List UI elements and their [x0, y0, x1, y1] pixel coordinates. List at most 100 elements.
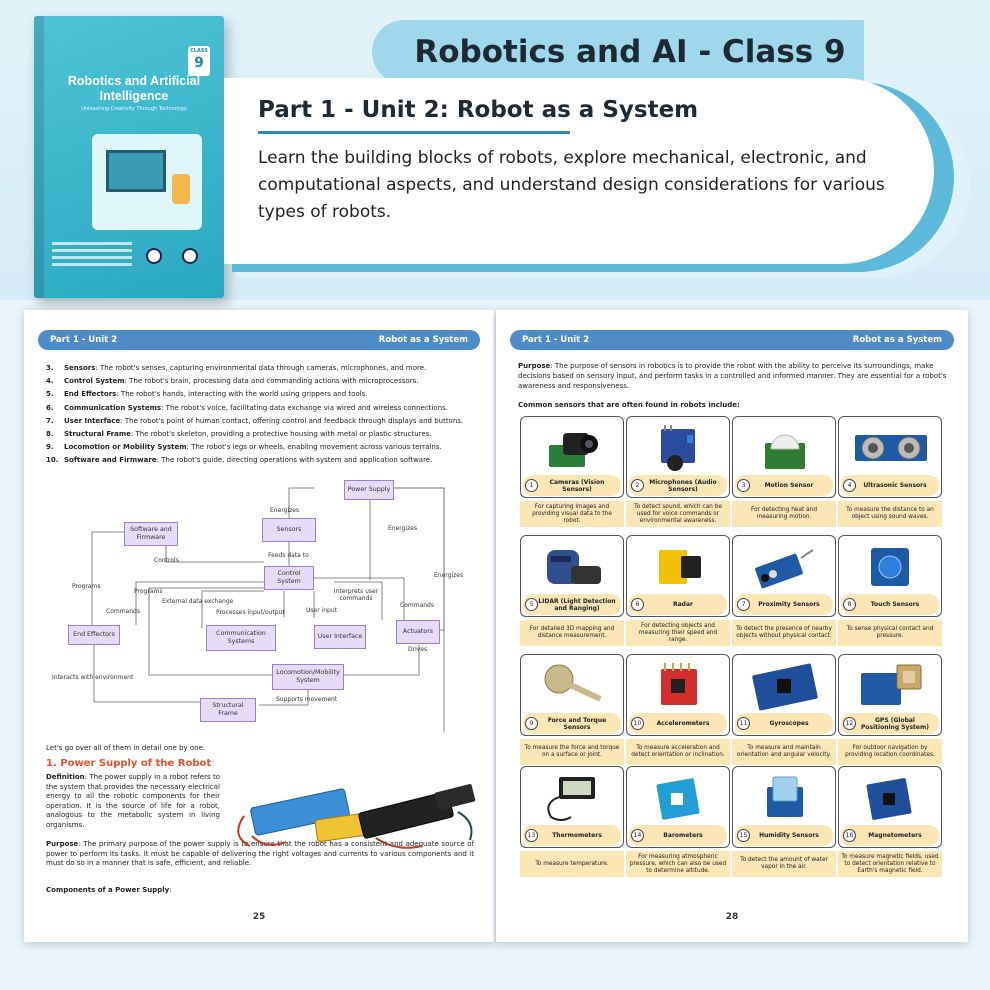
intro-text: Let's go over all of them in detail one …: [46, 744, 206, 752]
diagram-actuators: Actuators: [396, 620, 440, 644]
label-commands: Commands: [400, 602, 434, 609]
unit-description: Learn the building blocks of robots, exp…: [258, 148, 885, 222]
force-sensor-icon: [544, 664, 602, 702]
label-energizes: Energizes: [434, 572, 464, 579]
diagram-structural-frame: Structural Frame: [200, 698, 256, 722]
magnetometer-icon: [866, 778, 912, 820]
book-title: Robotics and Artificial Intelligence: [67, 74, 201, 103]
book-text-lines: [52, 242, 132, 278]
component-list: 3.Sensors: The robot's senses, capturing…: [46, 362, 476, 468]
sensor-card-lidar: LIDAR (Light Detection and Ranging)5 For…: [520, 535, 624, 647]
list-item: 10.Software and Firmware: The robot's gu…: [46, 456, 433, 465]
label-controls: Controls: [154, 557, 179, 564]
unit-underline: [258, 131, 570, 134]
list-item: 8.Structural Frame: The robot's skeleton…: [46, 430, 432, 439]
barometer-icon: [656, 778, 700, 820]
label-processes: Processes input/output: [216, 609, 285, 616]
page-title: Robotics and AI - Class 9: [414, 34, 846, 70]
seal-icon-2: [182, 248, 198, 264]
diagram-communication: Communication Systems: [206, 625, 276, 651]
sensor-card-gps: GPS (Global Positioning System)12 For ou…: [838, 654, 942, 766]
bar-right-label: Robot as a System: [852, 335, 942, 345]
accelerometer-icon: [661, 663, 697, 705]
diagram-user-interface: User Interface: [314, 625, 366, 649]
label-drives: Drives: [408, 646, 428, 653]
sensors-subheading: Common sensors that are often found in r…: [518, 401, 740, 409]
definition-paragraph: Definition: The power supply in a robot …: [46, 773, 220, 829]
sensor-card-cameras: Cameras (Vision Sensors)1 For capturing …: [520, 416, 624, 528]
section-title: 1. Power Supply of the Robot: [46, 758, 212, 769]
list-item: 4.Control System: The robot's brain, pro…: [46, 377, 419, 386]
left-page: Part 1 - Unit 2 Robot as a System 3.Sens…: [24, 310, 494, 942]
diagram-control-system: Control System: [264, 566, 314, 590]
book-illustration: [92, 134, 202, 230]
bar-right-label: Robot as a System: [378, 335, 468, 345]
battery-pack-image: [237, 784, 476, 849]
bar-left-label: Part 1 - Unit 2: [522, 335, 590, 345]
page-header-bar: Part 1 - Unit 2 Robot as a System: [38, 330, 480, 350]
robot-icon: [172, 174, 190, 204]
ultrasonic-sensor-icon: [855, 435, 927, 461]
grade-number: 9: [194, 55, 204, 71]
diagram-end-effectors: End Effectors: [68, 625, 120, 645]
label-commands: Commands: [106, 608, 140, 615]
label-energizes: Energizes: [388, 525, 418, 532]
seal-icon: [146, 248, 162, 264]
label-programs: Programs: [72, 583, 101, 590]
thermometer-icon: [547, 777, 595, 821]
motion-sensor-icon: [765, 434, 805, 469]
banner-card: [224, 78, 934, 264]
diagram-connectors: [91, 487, 445, 732]
right-page: Part 1 - Unit 2 Robot as a System Purpos…: [496, 310, 968, 942]
label-supports: Supports movement: [276, 696, 338, 703]
camera-icon: [549, 433, 598, 467]
monitor-icon: [106, 150, 166, 192]
sensors-purpose-paragraph: Purpose: The purpose of sensors in robot…: [518, 362, 947, 390]
label-feeds-data: Feeds data to: [268, 552, 309, 559]
list-item: 7.User Interface: The robot's point of h…: [46, 416, 464, 425]
diagram-software: Software and Firmware: [124, 522, 178, 546]
radar-icon: [659, 550, 701, 584]
list-item: 6.Communication Systems: The robot's voi…: [46, 403, 448, 412]
sensor-card-microphones: Microphones (Audio Sensors)2 To detect s…: [626, 416, 730, 528]
label-interprets: Interprets user commands: [333, 588, 379, 602]
book-subtitle: Unleashing Creativity Through Technology: [81, 106, 187, 112]
list-item: 3.Sensors: The robot's senses, capturing…: [46, 364, 427, 372]
diagram-locomotion: Locomotion/Mobility System: [272, 664, 344, 690]
proximity-sensor-icon: [755, 549, 814, 589]
label-user-input: User input: [306, 607, 338, 614]
diagram-sensors: Sensors: [262, 518, 316, 542]
label-energizes: Energizes: [270, 507, 300, 514]
unit-title: Part 1 - Unit 2: Robot as a System: [258, 97, 699, 123]
book-spine: [34, 16, 44, 298]
label-external-data: External data exchange: [162, 598, 234, 605]
list-item: 9.Locomotion or Mobility System: The rob…: [46, 443, 442, 452]
touch-sensor-icon: [871, 548, 909, 586]
humidity-sensor-icon: [767, 776, 803, 817]
gyroscope-icon: [752, 663, 818, 711]
components-heading: Components of a Power Supply:: [46, 886, 172, 894]
system-diagram: Power Supply Sensors Software and Firmwa…: [24, 470, 494, 732]
bar-left-label: Part 1 - Unit 2: [50, 335, 118, 345]
lidar-icon: [547, 550, 601, 584]
header-pill: [372, 20, 864, 84]
page-header-bar: Part 1 - Unit 2 Robot as a System: [510, 330, 954, 350]
page-number: 25: [252, 912, 266, 922]
label-programs: Programs: [134, 588, 163, 595]
gps-icon: [861, 664, 922, 705]
page-number: 28: [725, 912, 739, 922]
label-interacts: Interacts with environment: [52, 674, 134, 681]
